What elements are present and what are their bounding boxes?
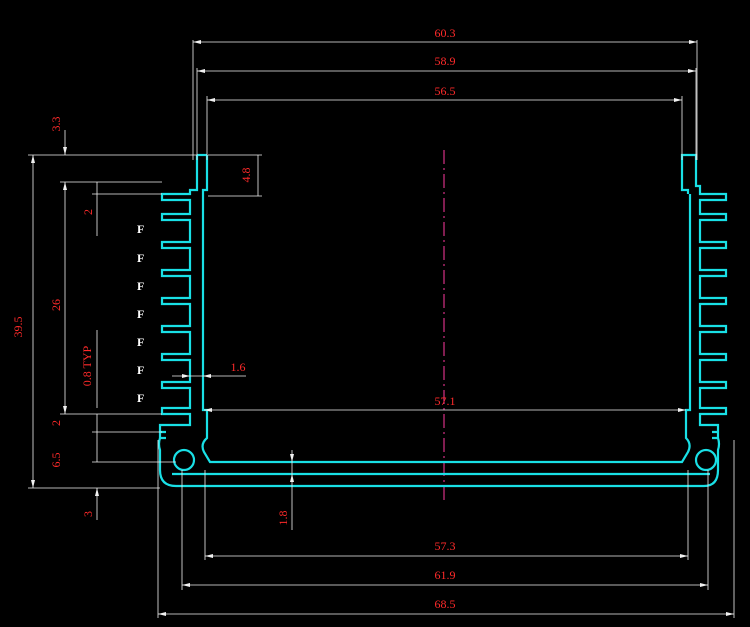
fin-mark: F — [137, 335, 144, 349]
dim-fin-gap: 1.6 — [231, 360, 246, 374]
dim-top-inner: 58.9 — [435, 54, 456, 68]
dim-lower-gap: 2 — [49, 420, 63, 426]
dim-fin-pitch: 0.8 TYP — [80, 345, 94, 386]
fin-mark: F — [137, 251, 144, 265]
dim-upper-gap: 2 — [81, 209, 95, 215]
dimension-lines — [28, 40, 735, 618]
dim-bottom-block: 6.5 — [49, 453, 63, 468]
left-inner-wall — [201, 155, 692, 464]
left-wall-outline — [157, 153, 728, 488]
fin-mark: F — [137, 307, 144, 321]
fin-marks: F F F F F F F — [137, 222, 144, 405]
dim-offset-top: 3.3 — [49, 117, 63, 132]
dim-overall-height: 39.5 — [11, 317, 25, 338]
dim-fin-stack: 26 — [49, 299, 63, 311]
dim-bottom-overall: 68.5 — [435, 597, 456, 611]
dim-rail-height: 4.8 — [239, 168, 253, 183]
dim-bottom-offset: 3 — [81, 511, 95, 517]
dim-bottom-inner: 57.3 — [435, 539, 456, 553]
fin-mark: F — [137, 391, 144, 405]
fin-mark: F — [137, 363, 144, 377]
dim-top-overall: 60.3 — [435, 26, 456, 40]
dim-base-thickness: 1.8 — [276, 511, 290, 526]
dimension-labels: 60.3 58.9 56.5 4.8 1.6 57.1 57.3 61.9 68… — [11, 26, 456, 611]
dim-top-cavity: 56.5 — [435, 84, 456, 98]
fin-mark: F — [137, 222, 144, 236]
clip-notches — [160, 430, 718, 440]
fin-mark: F — [137, 279, 144, 293]
dim-bottom-mid: 61.9 — [435, 568, 456, 582]
right-screw-boss — [694, 448, 718, 472]
left-screw-boss — [172, 448, 196, 472]
heatsink-profile — [157, 153, 728, 488]
dim-inner-span: 57.1 — [435, 394, 456, 408]
